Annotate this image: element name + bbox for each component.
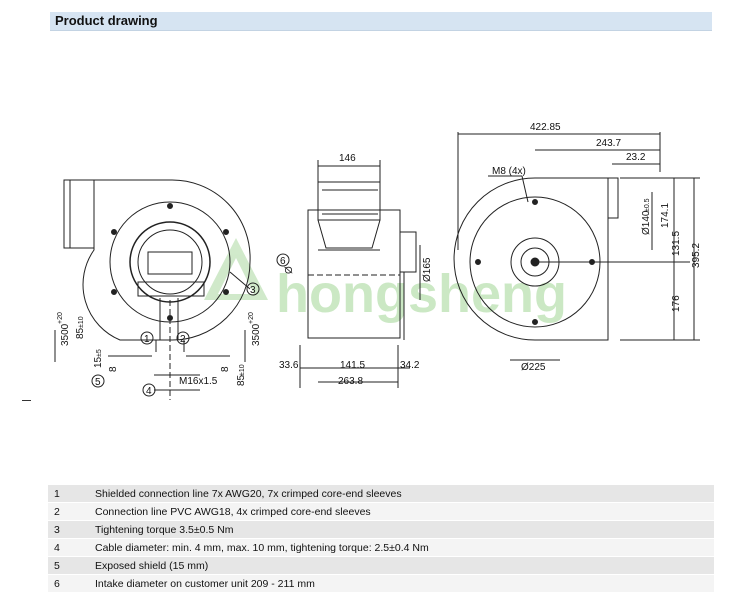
dim-dia-225: Ø225	[521, 362, 546, 373]
middle-view	[299, 160, 421, 388]
dim-85-right: 85	[236, 374, 247, 386]
notes-table: 1 Shielded connection line 7x AWG20, 7x …	[48, 485, 714, 593]
callout-3: 3	[250, 285, 256, 296]
margin-dash	[22, 400, 31, 401]
table-row: 5 Exposed shield (15 mm)	[48, 557, 714, 575]
watermark: hongsheng	[204, 238, 567, 324]
watermark-text: hongsheng	[276, 264, 567, 324]
callout-1: 1	[144, 334, 150, 345]
note-text: Cable diameter: min. 4 mm, max. 10 mm, t…	[95, 541, 429, 554]
dim-85-top-tol: ±10	[78, 316, 85, 328]
table-row: 2 Connection line PVC AWG18, 4x crimped …	[48, 503, 714, 521]
note-text: Shielded connection line 7x AWG20, 7x cr…	[95, 487, 402, 500]
dim-3500-right: 3500	[251, 323, 262, 346]
dim-15-tol: ±5	[96, 349, 103, 357]
dim-263-8: 263.8	[338, 376, 363, 387]
dim-8-left: 8	[108, 366, 119, 372]
dim-131-5: 131.5	[671, 231, 682, 256]
dim-176: 176	[671, 295, 682, 312]
dim-3500-top: 3500	[60, 323, 71, 346]
note-text: Tightening torque 3.5±0.5 Nm	[95, 523, 234, 536]
note-text: Intake diameter on customer unit 209 - 2…	[95, 577, 315, 590]
note-number: 4	[54, 541, 60, 554]
callout-6: 6	[280, 256, 286, 267]
dim-3500-top-tol: +20	[57, 312, 64, 324]
thread-label: M16x1.5	[179, 376, 218, 387]
dim-34-2: 34.2	[400, 360, 420, 371]
dim-15: 15	[93, 356, 104, 368]
dim-dia-165: Ø165	[422, 257, 433, 282]
table-row: 4 Cable diameter: min. 4 mm, max. 10 mm,…	[48, 539, 714, 557]
dim-dia-140-tol: ±0.5	[644, 198, 651, 212]
dim-243-7: 243.7	[596, 138, 621, 149]
section-header-bar: Product drawing	[50, 12, 712, 31]
left-view	[54, 179, 251, 400]
note-number: 6	[54, 577, 60, 590]
dim-395-2: 395.2	[691, 243, 702, 268]
dim-dia-140: Ø140	[641, 210, 652, 235]
dim-33-6: 33.6	[279, 360, 299, 371]
right-view	[453, 132, 700, 361]
dim-85-top: 85	[75, 327, 86, 339]
callout-4: 4	[146, 386, 152, 397]
table-row: 1 Shielded connection line 7x AWG20, 7x …	[48, 485, 714, 503]
dim-146: 146	[339, 153, 356, 164]
note-text: Connection line PVC AWG18, 4x crimped co…	[95, 505, 371, 518]
dim-3500-right-tol: +20	[248, 312, 255, 324]
table-row: 6 Intake diameter on customer unit 209 -…	[48, 575, 714, 593]
dim-422-85: 422.85	[530, 122, 561, 133]
table-row: 3 Tightening torque 3.5±0.5 Nm	[48, 521, 714, 539]
dim-8-right: 8	[220, 366, 231, 372]
dim-m8: M8 (4x)	[492, 166, 526, 177]
dim-174-1: 174.1	[660, 203, 671, 228]
callout-2: 2	[180, 334, 186, 345]
product-drawing: hongsheng 3500 +20 85 ±10 15 ±5 8 8	[54, 122, 702, 400]
callouts	[91, 253, 290, 397]
dim-dia-left: Ø	[284, 266, 295, 274]
section-title: Product drawing	[55, 13, 158, 28]
dim-85-right-tol: ±10	[239, 364, 246, 376]
callout-5: 5	[95, 377, 101, 388]
note-number: 1	[54, 487, 60, 500]
dim-141-5: 141.5	[340, 360, 365, 371]
dim-23-2: 23.2	[626, 152, 646, 163]
note-text: Exposed shield (15 mm)	[95, 559, 209, 572]
note-number: 3	[54, 523, 60, 536]
note-number: 2	[54, 505, 60, 518]
note-number: 5	[54, 559, 60, 572]
